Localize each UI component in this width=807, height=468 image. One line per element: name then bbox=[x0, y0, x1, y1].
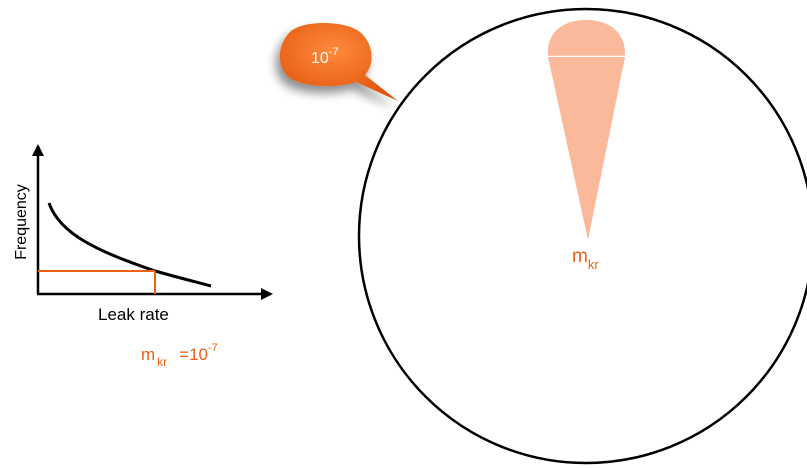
circle-mkr-var: m bbox=[572, 246, 588, 267]
x-axis-label: Leak rate bbox=[98, 305, 169, 324]
circle-mkr-label: mkr bbox=[572, 246, 599, 272]
formula-var: m bbox=[141, 345, 155, 364]
cone-cap bbox=[547, 20, 626, 56]
probability-circle: mkr bbox=[357, 7, 807, 465]
frequency-curve bbox=[47, 202, 212, 288]
callout-text: 10-7 bbox=[311, 46, 339, 67]
y-axis-label: Frequency bbox=[13, 184, 30, 260]
callout-base: 10 bbox=[311, 50, 329, 67]
cone-slice bbox=[548, 57, 625, 240]
callout-shape bbox=[279, 23, 398, 101]
formula-exp: -7 bbox=[208, 342, 218, 354]
formula-sub: kr bbox=[157, 355, 167, 369]
circle-outline bbox=[357, 7, 807, 465]
callout-bubble bbox=[279, 23, 398, 101]
callout-exp: -7 bbox=[329, 46, 339, 58]
circle-mkr-sub: kr bbox=[588, 257, 600, 272]
formula-eq: =10 bbox=[179, 345, 208, 364]
